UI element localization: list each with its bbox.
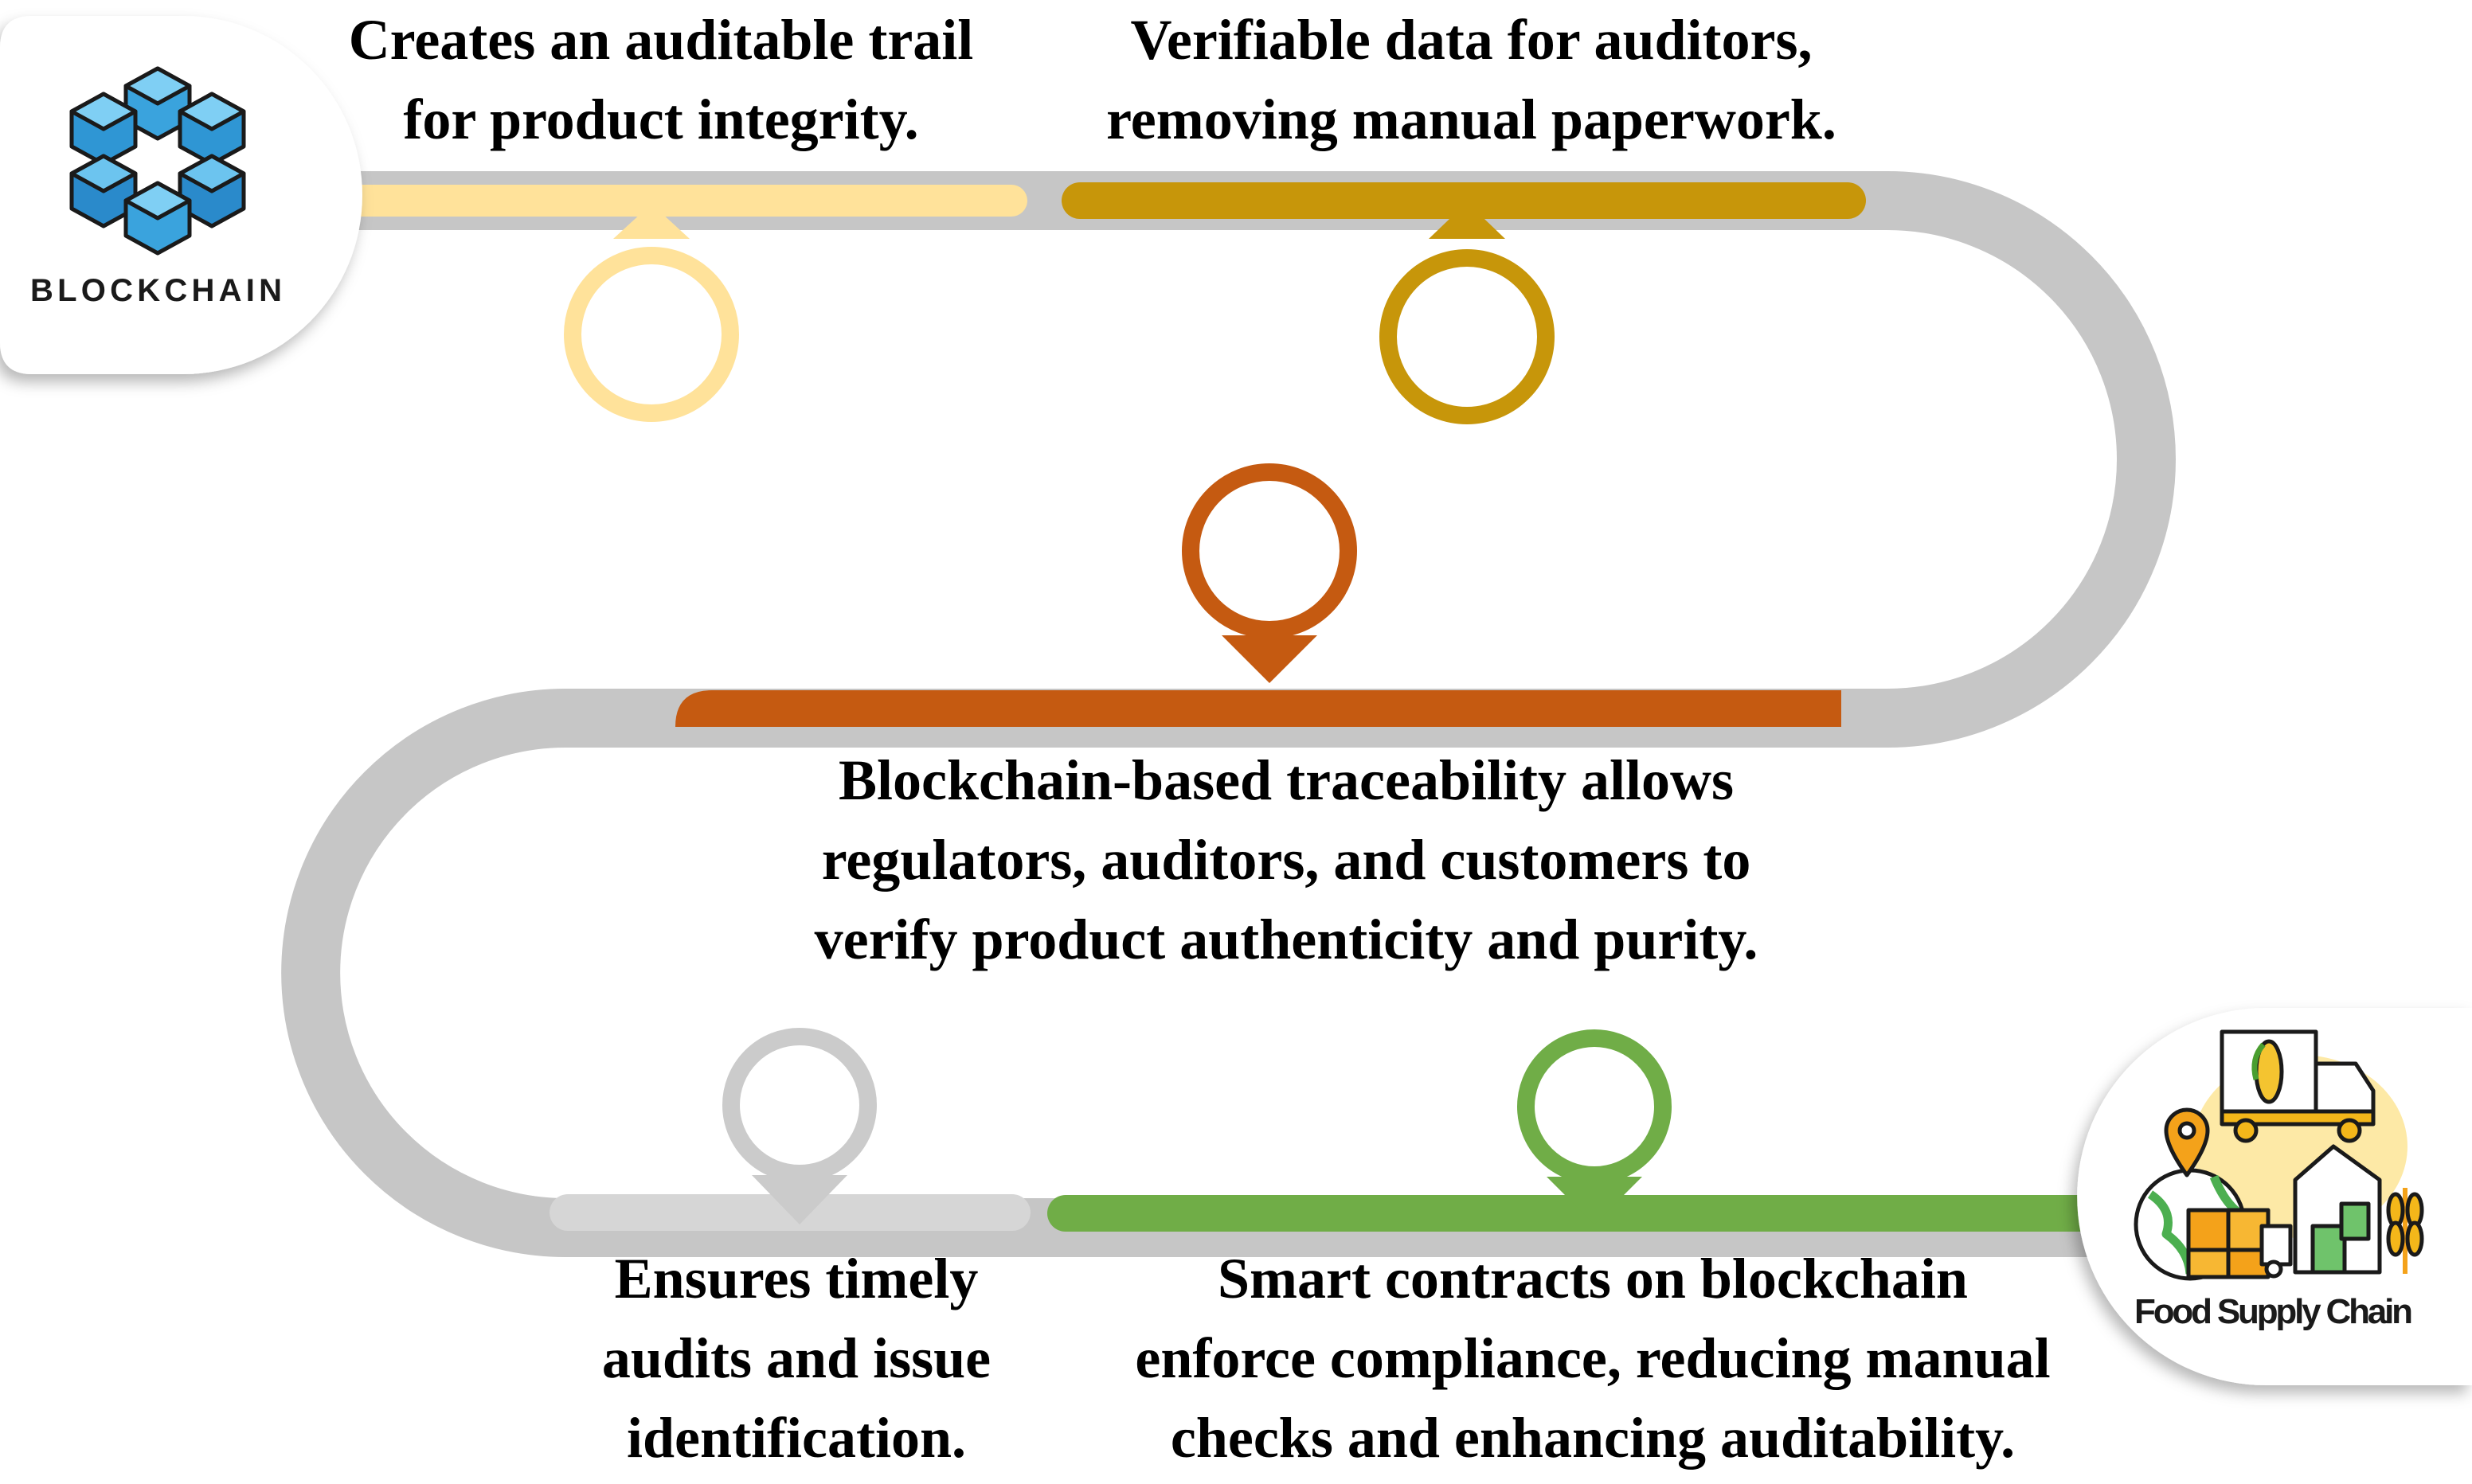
blockchain-badge: BLOCKCHAIN xyxy=(0,16,362,374)
caption-line: Blockchain-based traceability allows xyxy=(838,748,1734,812)
caption-line: enforce compliance, reducing manual xyxy=(1135,1326,2051,1390)
caption-line: identification. xyxy=(627,1406,966,1470)
segment-traceability xyxy=(675,690,1841,727)
pin-verifiable xyxy=(1379,202,1555,424)
caption-line: removing manual paperwork. xyxy=(1106,88,1836,151)
caption-line: regulators, auditors, and customers to xyxy=(821,828,1751,892)
caption-line: checks and enhancing auditability. xyxy=(1170,1406,2016,1470)
segment-verifiable xyxy=(1062,182,1866,219)
caption-verifiable: Verifiable data for auditors, removing m… xyxy=(1035,0,1907,159)
caption-line: Ensures timely xyxy=(614,1247,979,1310)
pin-smart xyxy=(1517,1029,1672,1224)
caption-line: verify product authenticity and purity. xyxy=(814,908,1758,971)
segment-trail xyxy=(327,185,1027,217)
caption-line: audits and issue xyxy=(601,1326,992,1390)
food-supply-chain-badge: Food Supply Chain xyxy=(2077,1008,2472,1385)
pin-audits xyxy=(722,1028,877,1224)
caption-trail: Creates an auditable trail for product i… xyxy=(291,0,1031,159)
caption-smart: Smart contracts on blockchain enforce co… xyxy=(1055,1239,2130,1478)
pin-traceability xyxy=(1182,463,1357,683)
blockchain-label: BLOCKCHAIN xyxy=(30,273,282,308)
pin-trail xyxy=(564,204,739,422)
segment-smart xyxy=(1047,1195,2118,1232)
blockchain-cubes-icon xyxy=(69,66,246,256)
caption-audits: Ensures timely audits and issue identifi… xyxy=(557,1239,1035,1478)
food-supply-chain-icon xyxy=(2134,1029,2424,1281)
caption-line: Creates an auditable trail xyxy=(348,8,974,72)
caption-line: for product integrity. xyxy=(403,88,919,151)
food-supply-chain-label: Food Supply Chain xyxy=(2134,1292,2413,1331)
caption-line: Verifiable data for auditors, xyxy=(1130,8,1813,72)
caption-traceability: Blockchain-based traceability allows reg… xyxy=(717,740,1856,979)
caption-line: Smart contracts on blockchain xyxy=(1218,1247,1968,1310)
